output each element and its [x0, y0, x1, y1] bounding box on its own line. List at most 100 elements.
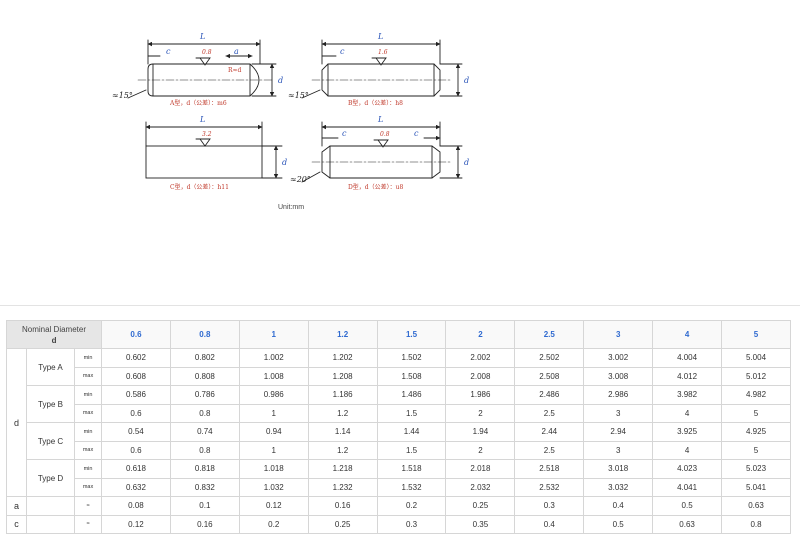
type-d-note: D型，d（公差）：u8	[348, 183, 404, 191]
type-label: Type C	[26, 422, 75, 460]
type-a-roughness: 0.8	[202, 49, 212, 56]
value-cell: 0.808	[169, 366, 240, 386]
value-cell: 0.832	[169, 477, 240, 497]
value-cell: 2.018	[445, 459, 516, 479]
value-cell: 0.08	[101, 496, 171, 516]
diameter-header: 2	[445, 320, 516, 349]
value-cell: 1.208	[307, 366, 378, 386]
diameter-header: 4	[652, 320, 723, 349]
value-cell: 1.14	[307, 422, 378, 442]
value-cell: 0.586	[101, 385, 171, 405]
value-cell: 0.35	[445, 514, 516, 534]
value-cell: 5.012	[721, 366, 791, 386]
diameter-header: 1.2	[307, 320, 378, 349]
value-cell: 0.818	[169, 459, 240, 479]
value-cell: 3	[583, 440, 654, 460]
value-cell: 1.502	[376, 348, 447, 368]
min-label: min	[73, 459, 103, 479]
value-cell: 4.982	[721, 385, 791, 405]
value-cell: 3.982	[652, 385, 723, 405]
value-cell: 0.632	[101, 477, 171, 497]
value-cell: 0.5	[652, 496, 723, 516]
value-cell: 0.986	[238, 385, 309, 405]
value-cell: 0.16	[307, 496, 378, 516]
value-cell: 2.502	[514, 348, 585, 368]
min-label: min	[73, 348, 103, 368]
type-c-L-label: L	[199, 115, 205, 124]
value-cell: 1.508	[376, 366, 447, 386]
type-a-L-label: L	[199, 32, 205, 41]
value-cell: 1.002	[238, 348, 309, 368]
value-cell: 4	[652, 403, 723, 423]
blank-cell	[26, 496, 75, 516]
value-cell: 0.3	[514, 496, 585, 516]
value-cell: 1.232	[307, 477, 378, 497]
max-label: max	[73, 440, 103, 460]
type-a-angle-label: ≈15°	[112, 91, 133, 100]
value-cell: 2.486	[514, 385, 585, 405]
value-cell: 2.002	[445, 348, 516, 368]
value-cell: 5.041	[721, 477, 791, 497]
min-label: min	[73, 422, 103, 442]
value-cell: 1.44	[376, 422, 447, 442]
value-cell: 4.925	[721, 422, 791, 442]
value-cell: 0.1	[169, 496, 240, 516]
type-b-roughness: 1.6	[378, 49, 388, 56]
value-cell: 1.218	[307, 459, 378, 479]
diameter-header: 0.6	[101, 320, 171, 349]
value-cell: 0.8	[169, 440, 240, 460]
c-label: c	[6, 514, 27, 534]
value-cell: 1.94	[445, 422, 516, 442]
approx-label: ≈	[73, 514, 103, 534]
value-cell: 5	[721, 440, 791, 460]
value-cell: 0.5	[583, 514, 654, 534]
value-cell: 0.4	[514, 514, 585, 534]
value-cell: 1.186	[307, 385, 378, 405]
value-cell: 0.6	[101, 403, 171, 423]
value-cell: 0.4	[583, 496, 654, 516]
type-a-radius-label: R≈d	[228, 67, 242, 74]
value-cell: 1.532	[376, 477, 447, 497]
type-b-L-label: L	[377, 32, 383, 41]
value-cell: 0.786	[169, 385, 240, 405]
value-cell: 2	[445, 403, 516, 423]
value-cell: 0.602	[101, 348, 171, 368]
value-cell: 2.032	[445, 477, 516, 497]
value-cell: 0.25	[445, 496, 516, 516]
blank-cell	[26, 514, 75, 534]
value-cell: 4.023	[652, 459, 723, 479]
type-b-d-label: d	[464, 76, 469, 85]
value-cell: 0.6	[101, 440, 171, 460]
value-cell: 2.5	[514, 403, 585, 423]
type-a-a-label: a	[234, 47, 239, 56]
value-cell: 3.018	[583, 459, 654, 479]
type-d-c-label-right: c	[414, 129, 419, 138]
value-cell: 2.44	[514, 422, 585, 442]
type-c-d-label: d	[282, 158, 287, 167]
value-cell: 2.008	[445, 366, 516, 386]
approx-label: ≈	[73, 496, 103, 516]
value-cell: 0.63	[721, 496, 791, 516]
diameter-header: 2.5	[514, 320, 585, 349]
type-b-angle-label: ≈15°	[288, 91, 309, 100]
value-cell: 0.802	[169, 348, 240, 368]
value-cell: 0.2	[376, 496, 447, 516]
value-cell: 1	[238, 440, 309, 460]
value-cell: 1.2	[307, 440, 378, 460]
value-cell: 0.25	[307, 514, 378, 534]
value-cell: 1.2	[307, 403, 378, 423]
type-c-drawing	[145, 121, 283, 179]
type-b-c-label: c	[340, 47, 345, 56]
value-cell: 3.925	[652, 422, 723, 442]
value-cell: 0.2	[238, 514, 309, 534]
value-cell: 1	[238, 403, 309, 423]
type-a-drawing	[127, 39, 277, 99]
value-cell: 2.532	[514, 477, 585, 497]
